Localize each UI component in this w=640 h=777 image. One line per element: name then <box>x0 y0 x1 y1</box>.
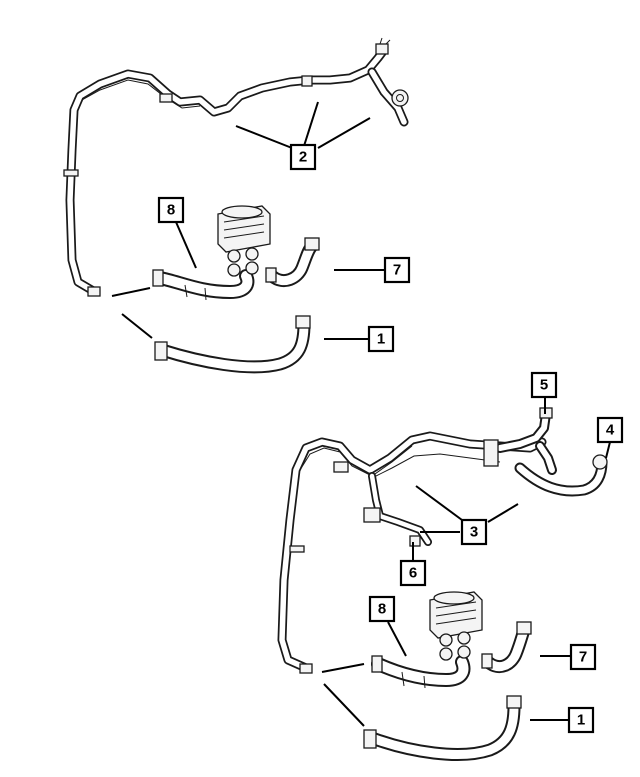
top-oil-cooler <box>217 205 271 277</box>
top-fitting <box>391 89 409 107</box>
top-assembly: 2 8 7 1 <box>63 37 411 374</box>
callout-bottom-6: 6 <box>399 559 427 587</box>
callout-top-1: 1 <box>367 325 395 353</box>
bottom-hose-1 <box>363 695 522 761</box>
svg-text:7: 7 <box>579 649 587 666</box>
top-clamp-mid <box>159 93 173 103</box>
bottom-fitting-4 <box>592 454 608 470</box>
svg-text:5: 5 <box>540 377 548 394</box>
top-hose-1-clamp <box>154 341 168 361</box>
top-hose-1-fitting <box>295 315 311 329</box>
top-clamp-left <box>63 169 79 177</box>
top-hose-1 <box>154 315 311 374</box>
top-leader-lines <box>111 101 384 340</box>
callout-bottom-1: 1 <box>567 706 595 734</box>
top-hose-7-fitting <box>304 237 320 251</box>
svg-text:7: 7 <box>393 262 401 279</box>
svg-text:4: 4 <box>606 422 615 439</box>
bottom-tube-end-cap <box>299 663 313 674</box>
svg-text:6: 6 <box>409 565 417 582</box>
bottom-oil-cooler <box>429 591 483 661</box>
bottom-hose-8 <box>371 655 471 689</box>
svg-text:3: 3 <box>470 524 478 541</box>
top-clamp-right <box>301 75 313 87</box>
top-tube-assembly <box>63 37 409 297</box>
callout-top-8: 8 <box>157 196 185 224</box>
svg-text:8: 8 <box>167 202 175 219</box>
svg-text:1: 1 <box>577 712 585 729</box>
svg-text:1: 1 <box>377 331 385 348</box>
bottom-hose-7 <box>481 621 532 673</box>
svg-text:8: 8 <box>378 601 386 618</box>
top-hose-8 <box>152 269 255 301</box>
callout-top-2: 2 <box>289 143 317 171</box>
bottom-bracket <box>483 439 499 467</box>
bottom-tube-assembly <box>277 407 608 674</box>
top-connector <box>375 43 389 55</box>
top-hose-7 <box>265 237 320 287</box>
bottom-connector-6 <box>409 535 421 547</box>
callout-bottom-4: 4 <box>596 416 624 444</box>
top-tube-end-cap <box>87 286 101 297</box>
callout-top-7: 7 <box>383 256 411 284</box>
callout-bottom-7: 7 <box>569 643 597 671</box>
bottom-assembly: 5 4 3 6 8 7 1 <box>277 371 624 761</box>
svg-text:2: 2 <box>299 149 307 166</box>
top-hose-8-clamp <box>152 269 164 287</box>
callout-bottom-3: 3 <box>460 518 488 546</box>
callout-bottom-8: 8 <box>368 595 396 623</box>
callout-bottom-5: 5 <box>530 371 558 399</box>
bottom-leader-lines <box>321 398 611 727</box>
